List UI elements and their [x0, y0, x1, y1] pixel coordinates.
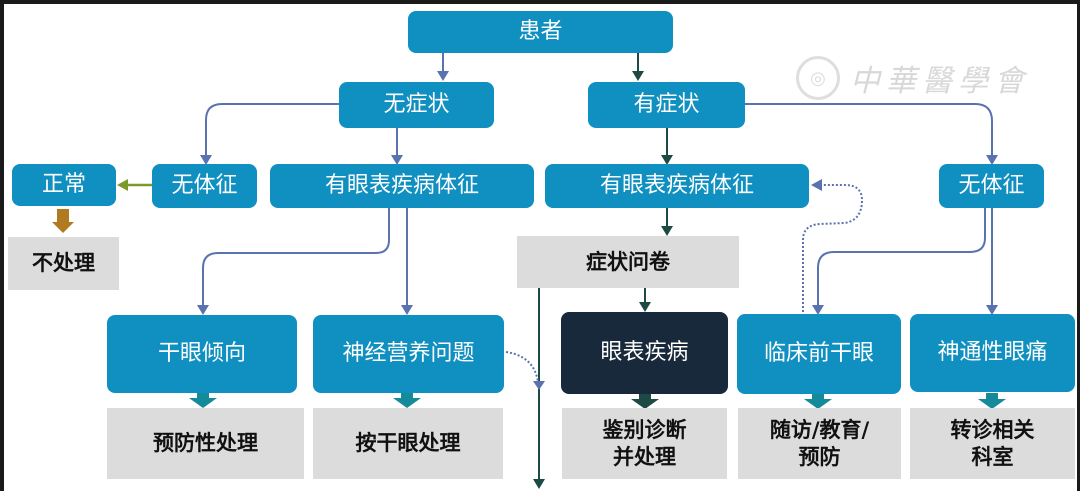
- node-patient: 患者: [408, 11, 673, 53]
- node-neuropathic-eye-pain: 神通性眼痛: [910, 314, 1075, 392]
- node-dry-eye-tendency: 干眼倾向: [107, 315, 297, 393]
- action-treat-as-dry-eye: 按干眼处理: [313, 408, 503, 479]
- action-follow-up: 随访/教育/ 预防: [738, 408, 901, 479]
- action-follow-up-line2: 预防: [798, 444, 841, 469]
- node-neurotrophic-problem-label: 神经营养问题: [342, 341, 475, 367]
- action-treat-as-dry-eye-label: 按干眼处理: [355, 431, 461, 456]
- node-no-signs-right: 无体征: [939, 164, 1044, 208]
- node-preclinical-dry-eye: 临床前干眼: [737, 314, 901, 394]
- node-asymptomatic: 无症状: [339, 82, 494, 128]
- node-preclinical-dry-eye-label: 临床前干眼: [763, 341, 874, 367]
- node-no-signs-left-label: 无体征: [171, 173, 238, 199]
- action-differential-diagnosis: 鉴别诊断 并处理: [562, 408, 727, 479]
- action-no-treatment-label: 不处理: [32, 251, 95, 276]
- action-differential-diagnosis-line1: 鉴别诊断: [602, 418, 687, 443]
- node-neuropathic-eye-pain-label: 神通性眼痛: [937, 340, 1048, 366]
- action-preventive-treatment-label: 预防性处理: [153, 431, 258, 456]
- node-neurotrophic-problem: 神经营养问题: [313, 315, 504, 393]
- action-referral-line2: 科室: [971, 444, 1014, 469]
- node-no-signs-right-label: 无体征: [958, 173, 1025, 199]
- node-normal-label: 正常: [41, 172, 86, 198]
- node-asymptomatic-label: 无症状: [383, 92, 450, 118]
- watermark: ◎ 中華醫學會: [796, 52, 1030, 104]
- node-ocular-surface-signs-left: 有眼表疾病体征: [270, 164, 534, 208]
- action-referral: 转诊相关 科室: [910, 408, 1075, 479]
- action-differential-diagnosis-line2: 并处理: [613, 444, 676, 469]
- node-patient-label: 患者: [518, 19, 563, 45]
- node-ocular-surface-disease-label: 眼表疾病: [600, 340, 689, 366]
- node-no-signs-left: 无体征: [152, 164, 257, 208]
- node-ocular-surface-signs-right-label: 有眼表疾病体征: [599, 173, 754, 199]
- action-preventive-treatment: 预防性处理: [107, 408, 304, 479]
- node-symptomatic: 有症状: [588, 82, 745, 128]
- journal-seal-icon: ◎: [796, 56, 840, 100]
- node-ocular-surface-disease: 眼表疾病: [561, 312, 728, 394]
- node-ocular-surface-signs-right: 有眼表疾病体征: [545, 164, 809, 208]
- action-referral-line1: 转诊相关: [950, 418, 1035, 443]
- node-symptom-questionnaire: 症状问卷: [517, 236, 739, 288]
- watermark-text: 中華醫學會: [850, 64, 1030, 99]
- node-dry-eye-tendency-label: 干眼倾向: [157, 341, 246, 367]
- node-symptomatic-label: 有症状: [633, 92, 700, 118]
- action-no-treatment: 不处理: [8, 237, 119, 290]
- node-ocular-surface-signs-left-label: 有眼表疾病体征: [324, 173, 479, 199]
- node-normal: 正常: [12, 164, 116, 206]
- node-symptom-questionnaire-label: 症状问卷: [586, 249, 670, 274]
- action-follow-up-line1: 随访/教育/: [769, 418, 870, 443]
